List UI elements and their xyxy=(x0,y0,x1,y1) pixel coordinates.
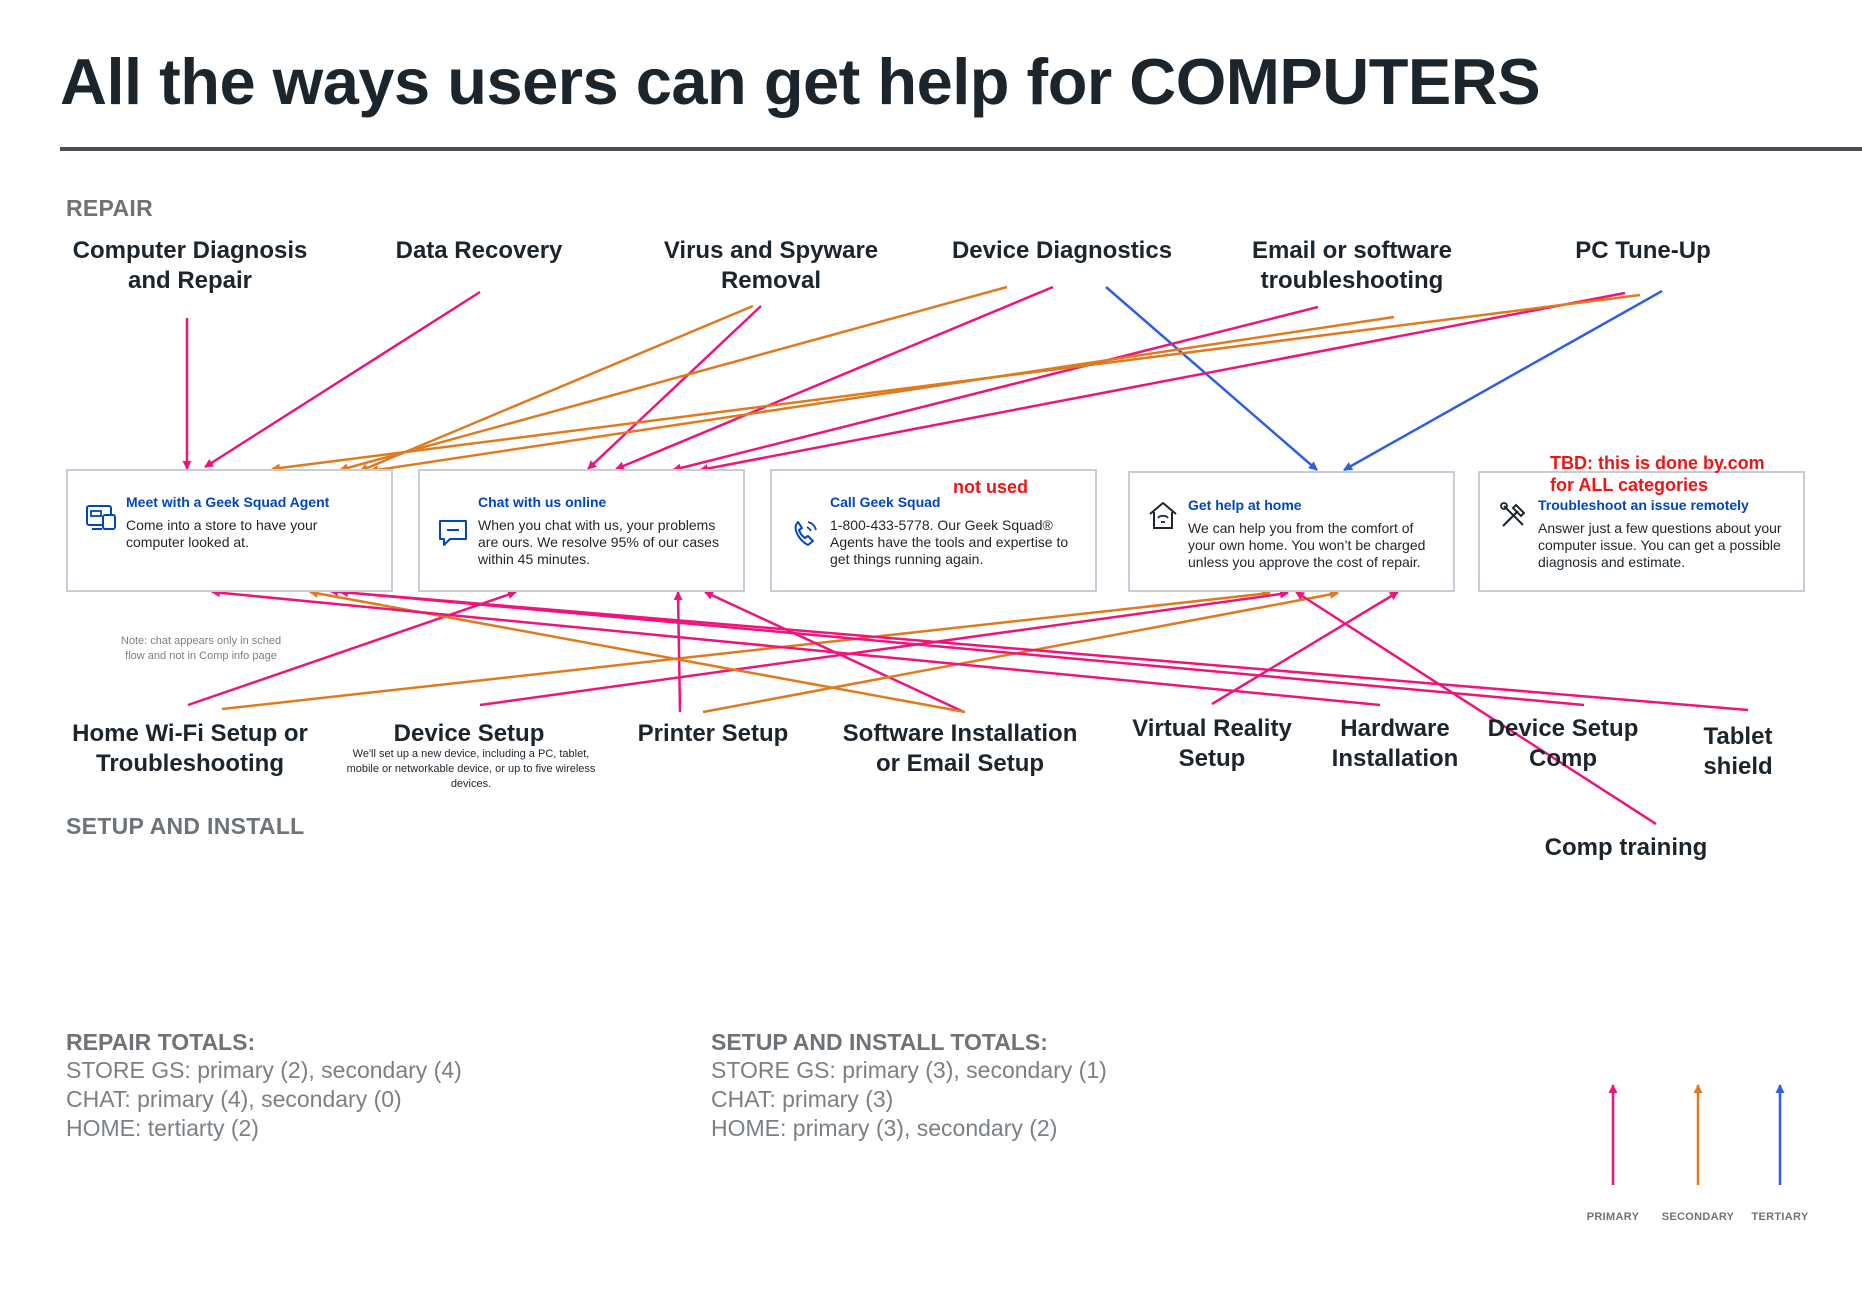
connection-arrow-primary xyxy=(329,587,1585,707)
repair-item-device-diagnostics: Device Diagnostics xyxy=(951,237,1173,264)
tbd-note-line1: TBD: this is done by.com xyxy=(1550,453,1765,473)
connection-arrow-secondary xyxy=(369,315,1395,475)
card-remote-title[interactable]: Troubleshoot an issue remotely xyxy=(1538,497,1749,513)
connection-arrow-primary xyxy=(187,590,517,707)
chat-note: Note: chat appears only in sched flow an… xyxy=(120,635,282,662)
card-chat[interactable]: Chat with us online When you chat with u… xyxy=(418,469,745,592)
repair-totals: REPAIR TOTALS: STORE GS: primary (2), se… xyxy=(66,1029,462,1143)
setup-item-printer: Printer Setup xyxy=(637,720,789,747)
title-divider xyxy=(60,147,1862,151)
phone-icon xyxy=(794,521,817,546)
chat-icon xyxy=(439,520,467,546)
setup-totals-line: HOME: primary (3), secondary (2) xyxy=(711,1115,1058,1141)
setup-item-device-comp: Device Setup Comp xyxy=(1487,715,1639,772)
card-home-title[interactable]: Get help at home xyxy=(1188,497,1302,513)
section-label-repair: REPAIR xyxy=(66,195,153,221)
connection-arrow-primary xyxy=(615,285,1054,471)
setup-item-home-wifi: Home Wi-Fi Setup or Troubleshooting xyxy=(72,720,308,777)
setup-item-comp-training: Comp training xyxy=(1544,834,1708,861)
setup-item-tablet-shield: Tablet shield xyxy=(1703,723,1773,780)
page-title: All the ways users can get help for COMP… xyxy=(60,45,1541,118)
card-chat-title[interactable]: Chat with us online xyxy=(478,494,607,510)
connection-arrow-primary xyxy=(479,589,1289,707)
store-icon xyxy=(86,505,116,530)
legend-tertiary-label: TERTIARY xyxy=(1751,1211,1809,1223)
connection-arrow-tertiary xyxy=(1343,289,1663,472)
legend-secondary-label: SECONDARY xyxy=(1661,1211,1735,1223)
connection-arrow-secondary xyxy=(339,285,1008,473)
setup-item-device-setup-desc: We'll set up a new device, including a P… xyxy=(346,748,596,790)
setup-totals-line: CHAT: primary (3) xyxy=(711,1086,894,1112)
connection-arrow-primary xyxy=(204,290,481,469)
card-store-body: Come into a store to have your computer … xyxy=(126,517,318,550)
repair-item-data-recovery: Data Recovery xyxy=(395,237,563,264)
repair-totals-line: CHAT: primary (4), secondary (0) xyxy=(66,1086,402,1112)
repair-item-pc-tune-up: PC Tune-Up xyxy=(1575,237,1711,264)
card-call-body: 1-800-433-5778. Our Geek Squad® Agents h… xyxy=(830,517,1069,567)
card-call-title[interactable]: Call Geek Squad xyxy=(830,494,941,510)
not-used-note: not used xyxy=(953,477,1028,497)
connection-arrow-primary xyxy=(672,305,1319,473)
setup-item-software: Software Installation or Email Setup xyxy=(842,720,1078,777)
connection-arrow-primary xyxy=(211,588,1381,707)
connection-arrow-secondary xyxy=(702,590,1339,714)
connection-arrow-primary xyxy=(587,305,762,470)
connection-arrow-secondary xyxy=(359,304,754,473)
connection-arrow-secondary xyxy=(271,293,1641,473)
setup-totals: SETUP AND INSTALL TOTALS: STORE GS: prim… xyxy=(711,1029,1107,1143)
repair-item-virus-removal: Virus and Spyware Removal xyxy=(663,237,879,294)
connection-arrow-primary xyxy=(339,588,1749,712)
card-home[interactable]: Get help at home We can help you from th… xyxy=(1128,471,1455,592)
card-call[interactable]: Call Geek Squad 1-800-433-5778. Our Geek… xyxy=(770,469,1097,592)
repair-totals-title: REPAIR TOTALS: xyxy=(66,1029,256,1055)
tbd-note-line2: for ALL categories xyxy=(1550,475,1709,495)
tools-icon xyxy=(1500,502,1526,527)
card-remote-body: Answer just a few questions about your c… xyxy=(1538,520,1782,570)
connection-arrow-primary xyxy=(1295,590,1657,826)
legend-arrows xyxy=(1608,1084,1785,1185)
card-chat-body: When you chat with us, your problems are… xyxy=(478,517,719,567)
setup-item-device-setup: Device Setup xyxy=(393,720,545,747)
repair-totals-line: STORE GS: primary (2), secondary (4) xyxy=(66,1057,462,1083)
repair-totals-line: HOME: tertiarty (2) xyxy=(66,1115,259,1141)
setup-item-hardware: Hardware Installation xyxy=(1331,715,1459,772)
connection-arrow-primary xyxy=(1211,590,1399,706)
card-remote[interactable]: Troubleshoot an issue remotely Answer ju… xyxy=(1478,471,1805,592)
setup-totals-title: SETUP AND INSTALL TOTALS: xyxy=(711,1029,1048,1055)
card-store[interactable]: Meet with a Geek Squad Agent Come into a… xyxy=(66,469,393,592)
connection-arrow-primary xyxy=(699,291,1626,473)
connection-arrow-secondary xyxy=(221,589,1271,711)
card-home-body: We can help you from the comfort of your… xyxy=(1188,520,1426,570)
home-icon xyxy=(1149,502,1177,529)
card-store-title[interactable]: Meet with a Geek Squad Agent xyxy=(126,494,330,510)
setup-totals-line: STORE GS: primary (3), secondary (1) xyxy=(711,1057,1107,1083)
repair-item-computer-diagnosis: Computer Diagnosis and Repair xyxy=(72,237,308,294)
section-label-setup: SETUP AND INSTALL xyxy=(66,813,305,839)
connection-arrow-tertiary xyxy=(1105,286,1318,471)
setup-item-vr: Virtual Reality Setup xyxy=(1132,715,1292,772)
legend-primary-label: PRIMARY xyxy=(1586,1211,1640,1223)
connection-arrow-primary xyxy=(673,591,683,713)
repair-item-email-troubleshooting: Email or software troubleshooting xyxy=(1251,237,1453,294)
